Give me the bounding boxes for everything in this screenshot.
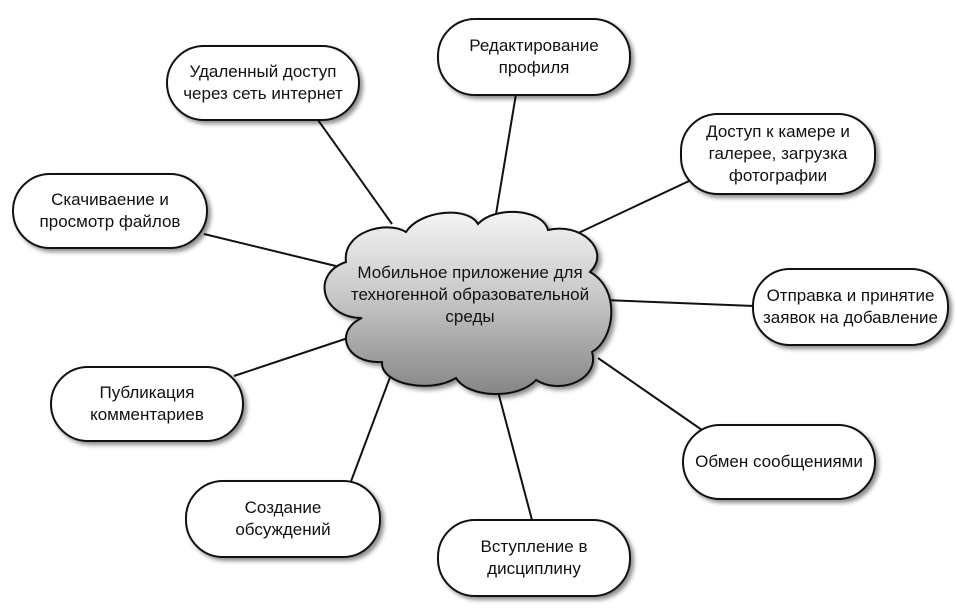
node-download-view-label: Скачиваение и просмотр файлов <box>39 190 181 231</box>
node-discussions-label: Создание обсуждений <box>235 498 331 539</box>
connector-requests <box>603 299 755 307</box>
connector-comments <box>233 333 361 377</box>
node-remote-access: Удаленный доступ через сеть интернет <box>166 45 360 121</box>
connector-messaging <box>597 357 703 431</box>
node-messaging: Обмен сообщениями <box>682 424 876 500</box>
node-camera-gallery-label: Доступ к камере и галерее, загрузка фото… <box>706 122 850 185</box>
node-join-discipline: Вступление в дисциплину <box>437 519 631 597</box>
node-profile-edit: Редактирование профиля <box>437 18 631 96</box>
node-join-discipline-label: Вступление в дисциплину <box>480 537 588 578</box>
node-profile-edit-label: Редактирование профиля <box>469 36 599 77</box>
connector-join-discipline <box>495 383 533 521</box>
cloud-body <box>323 210 613 396</box>
connector-download-view <box>203 233 345 269</box>
connector-remote-access <box>317 119 393 225</box>
node-comments: Публикация комментариев <box>50 366 244 442</box>
node-remote-access-label: Удаленный доступ через сеть интернет <box>183 62 343 103</box>
node-comments-label: Публикация комментариев <box>90 383 204 424</box>
connector-discussions <box>349 371 393 485</box>
central-topic-label: Мобильное приложение для техногенной обр… <box>350 263 590 326</box>
node-camera-gallery: Доступ к камере и галерее, загрузка фото… <box>680 113 876 195</box>
node-messaging-label: Обмен сообщениями <box>695 452 863 471</box>
node-discussions: Создание обсуждений <box>185 480 381 558</box>
connector-profile-edit <box>495 93 517 215</box>
node-download-view: Скачиваение и просмотр файлов <box>12 173 208 249</box>
node-requests-label: Отправка и принятие заявок на добавление <box>762 286 938 327</box>
connector-camera-gallery <box>571 173 705 237</box>
node-requests: Отправка и принятие заявок на добавление <box>752 268 949 346</box>
